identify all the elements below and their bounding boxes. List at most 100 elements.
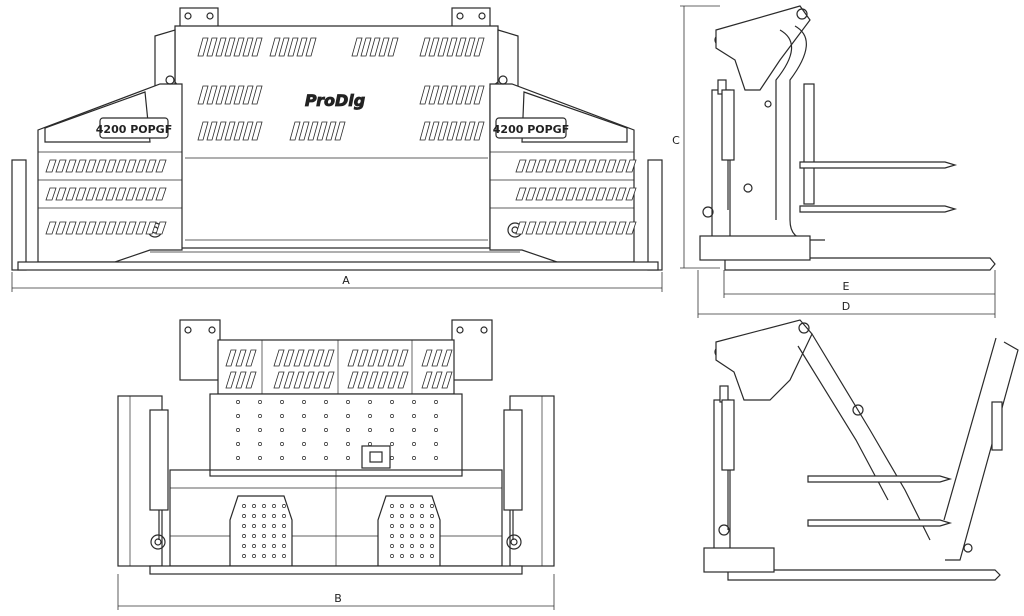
bolt-hole [302, 442, 306, 446]
vent-slot [515, 221, 527, 235]
bolt-hole [302, 428, 306, 432]
vent-slot [334, 121, 346, 141]
vent-slot [377, 371, 389, 389]
vent-slot [197, 121, 209, 141]
vent-slot [296, 37, 308, 57]
vent-slot [446, 85, 458, 105]
vent-slot [357, 349, 369, 367]
vent-slot [245, 371, 257, 389]
pad-hole [242, 554, 246, 558]
vent-slot [135, 159, 147, 173]
vent-slot [65, 221, 77, 235]
vent-slot [367, 349, 379, 367]
bolt-hole [346, 400, 350, 404]
bolt-hole [434, 456, 438, 460]
vent-slot [235, 349, 247, 367]
vent-slot [225, 349, 237, 367]
vent-slot [515, 187, 527, 201]
vent-slot [367, 371, 379, 389]
vent-slot [289, 121, 301, 141]
bolt-hole [434, 442, 438, 446]
vent-slot [565, 221, 577, 235]
pad-hole [420, 514, 424, 518]
bolt-hole [434, 428, 438, 432]
dimension-e-label: E [843, 280, 850, 293]
vent-slot [242, 85, 254, 105]
vent-slot [437, 85, 449, 105]
pad-hole [420, 524, 424, 528]
bolt-hole [412, 428, 416, 432]
vent-slot [242, 121, 254, 141]
vent-slot [235, 371, 247, 389]
pad-hole [400, 544, 404, 548]
pad-hole [262, 554, 266, 558]
bolt-hole [280, 428, 284, 432]
vent-slot [273, 371, 285, 389]
vent-slot [428, 85, 440, 105]
vent-slot [287, 37, 299, 57]
bolt-hole [434, 414, 438, 418]
dimension-c-label: C [672, 134, 680, 147]
vent-slot [437, 121, 449, 141]
pad-hole [272, 514, 276, 518]
vent-slot [145, 187, 157, 201]
vent-slot [369, 37, 381, 57]
bolt-hole [324, 414, 328, 418]
vent-slot [625, 221, 637, 235]
bolt-hole [324, 428, 328, 432]
vent-slot [85, 159, 97, 173]
bolt-hole [412, 414, 416, 418]
vent-slot [269, 37, 281, 57]
bolt-hole [368, 400, 372, 404]
bolt-hole [280, 442, 284, 446]
vent-slot [105, 159, 117, 173]
vent-slot [455, 121, 467, 141]
vent-slot [135, 221, 147, 235]
pad-hole [430, 554, 434, 558]
vent-slot [245, 349, 257, 367]
vent-slot [75, 159, 87, 173]
pad-hole [242, 514, 246, 518]
vent-slot [115, 187, 127, 201]
vent-slot [605, 187, 617, 201]
pad-hole [390, 544, 394, 548]
vent-slot [535, 187, 547, 201]
vent-slot [575, 187, 587, 201]
model-plate-right-text: 4200 POPGF [493, 123, 569, 136]
pad-hole [272, 534, 276, 538]
bolt-hole [346, 456, 350, 460]
vent-slot [55, 159, 67, 173]
pad-hole [430, 504, 434, 508]
pad-hole [252, 544, 256, 548]
vent-slot [555, 159, 567, 173]
vent-slot [545, 159, 557, 173]
pad-hole [410, 504, 414, 508]
vent-slot [155, 221, 167, 235]
vent-slot [473, 121, 485, 141]
vent-slot [75, 221, 87, 235]
pad-hole [430, 514, 434, 518]
vent-slot [428, 37, 440, 57]
vent-slot [305, 37, 317, 57]
vent-slot [387, 349, 399, 367]
vent-slot [357, 371, 369, 389]
vent-slot [313, 349, 325, 367]
vent-slot [545, 187, 557, 201]
vent-slot [428, 121, 440, 141]
bolt-hole [412, 442, 416, 446]
vent-slot [441, 349, 453, 367]
pad-hole [262, 504, 266, 508]
vent-slot [437, 37, 449, 57]
vent-slot [464, 85, 476, 105]
vent-slot [535, 159, 547, 173]
pad-hole [242, 524, 246, 528]
pad-hole [282, 504, 286, 508]
vent-slot [75, 187, 87, 201]
vent-slot [224, 85, 236, 105]
bolt-hole [324, 442, 328, 446]
vent-slot [525, 221, 537, 235]
vent-slot [224, 121, 236, 141]
bolt-hole [390, 414, 394, 418]
vent-slot [45, 187, 57, 201]
